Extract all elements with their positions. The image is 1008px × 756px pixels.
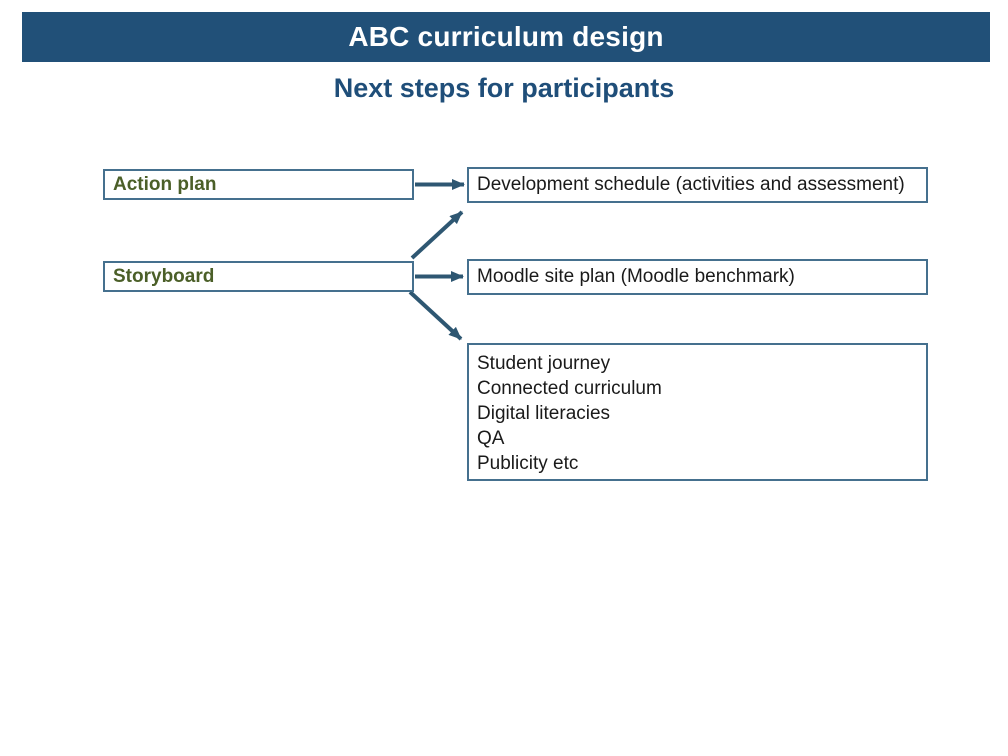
outputs-box: Student journey Connected curriculum Dig… [467,343,928,481]
storyboard-box: Storyboard [103,261,414,292]
development-schedule-box: Development schedule (activities and ass… [467,167,928,203]
action-plan-box: Action plan [103,169,414,200]
moodle-site-plan-box: Moodle site plan (Moodle benchmark) [467,259,928,295]
outputs-item: Connected curriculum [477,378,662,399]
slide-title: ABC curriculum design [348,21,664,52]
slide-header-bar: ABC curriculum design [22,12,990,62]
arrow-storyboard-to-outputs [408,290,463,341]
outputs-item: QA [477,428,505,449]
storyboard-label: Storyboard [113,265,215,287]
slide-subtitle: Next steps for participants [333,73,675,103]
development-schedule-label: Development schedule (activities and ass… [477,174,905,195]
moodle-site-plan-label: Moodle site plan (Moodle benchmark) [477,266,795,287]
action-plan-label: Action plan [113,173,217,195]
arrow-storyboard-to-development [410,210,464,260]
outputs-item: Student journey [477,353,611,374]
outputs-item: Publicity etc [477,453,579,474]
outputs-item: Digital literacies [477,403,611,424]
